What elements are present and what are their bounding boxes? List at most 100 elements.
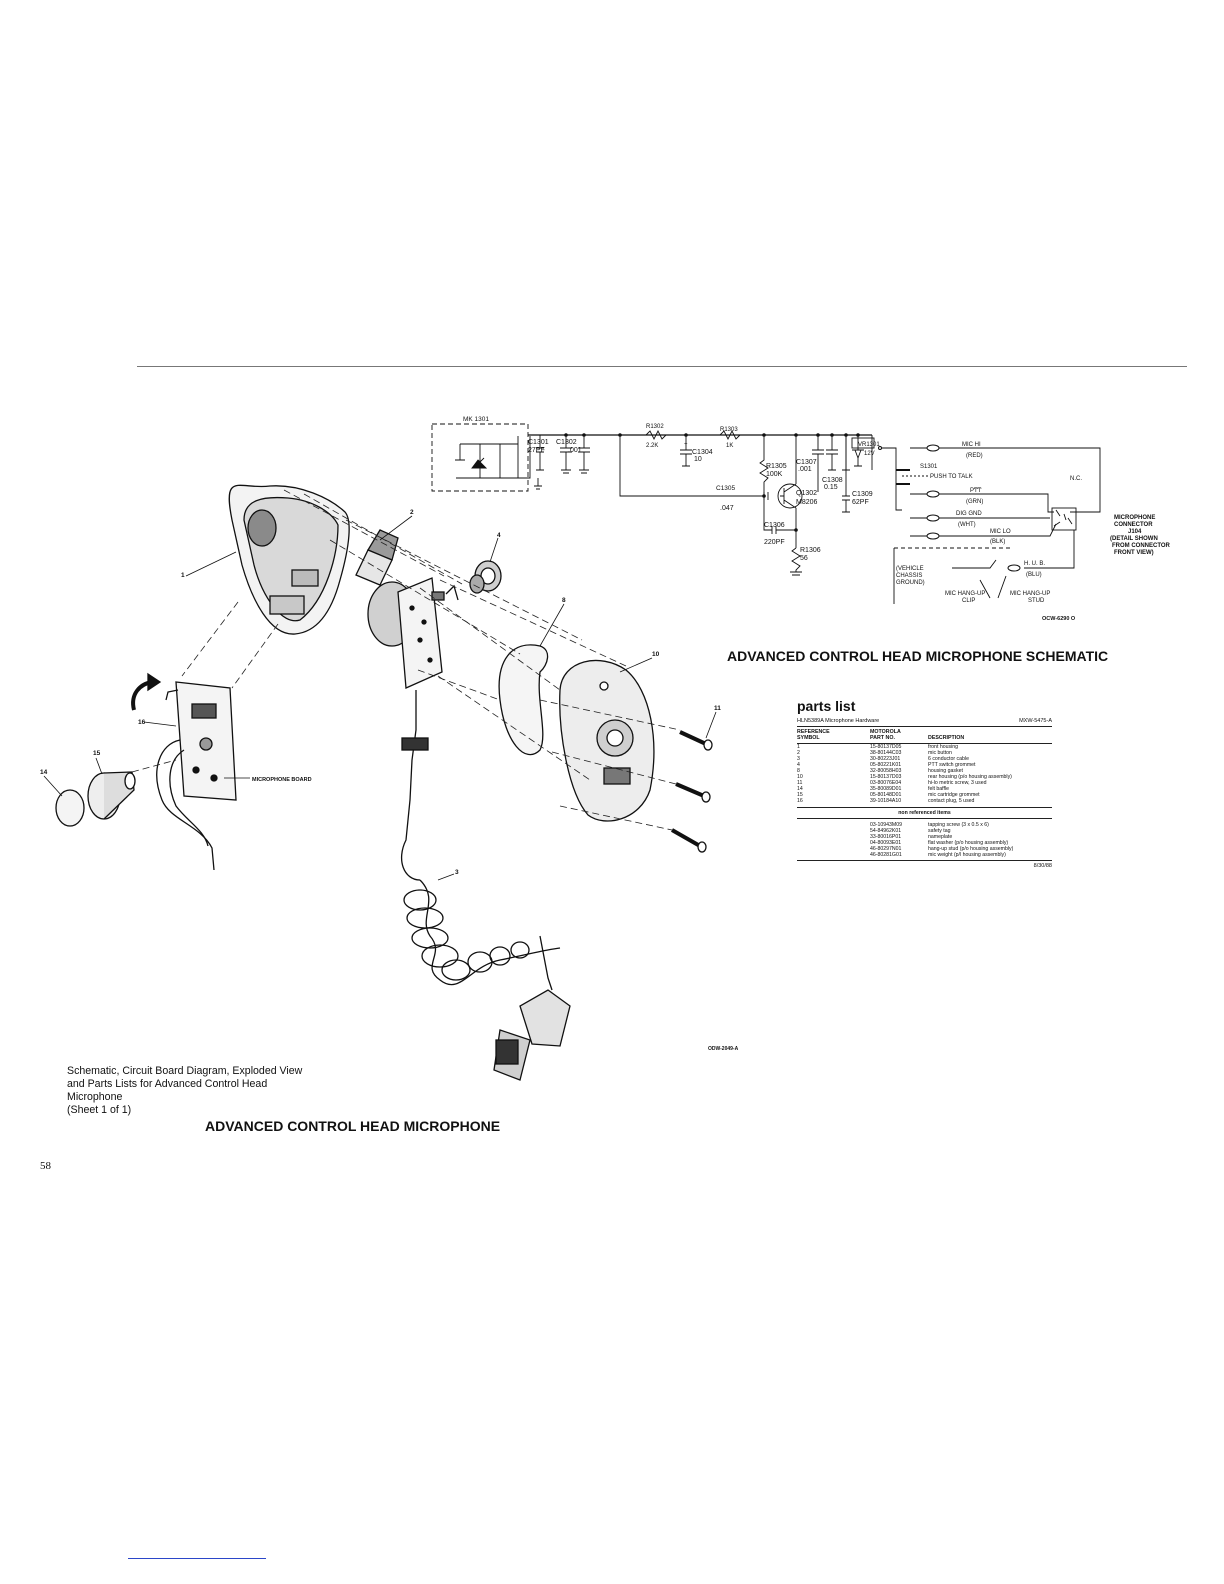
top-rule — [137, 366, 1187, 367]
r1306-label: R1306 — [800, 547, 821, 554]
mic-cartridge-grommet — [87, 771, 136, 820]
callout-3: 3 — [455, 869, 459, 876]
parts-list-date: 8/30/88 — [797, 860, 1052, 869]
c1308-label: C1308 — [822, 477, 843, 484]
part-description: contact plug, 5 used — [928, 798, 975, 804]
schematic-title: ADVANCED CONTROL HEAD MICROPHONE SCHEMAT… — [727, 648, 1109, 664]
r1303-label: R1303 — [720, 427, 738, 433]
r1302-label: R1302 — [646, 424, 664, 430]
schematic-diagram: MK 1301 C1301 27PF C1302 .001 R1302 2.2K… — [431, 416, 1171, 622]
part-ref: 8 — [797, 768, 800, 774]
hangup-clip-2: CLIP — [962, 598, 975, 604]
part-number: 35-80089D01 — [870, 786, 902, 792]
s1301-desc: PUSH TO TALK — [930, 474, 973, 480]
part-ref: 4 — [797, 762, 800, 768]
part-ref: 3 — [797, 756, 800, 762]
part-number: 30-80223J01 — [870, 756, 901, 762]
wire-grn: (GRN) — [966, 499, 983, 505]
j104-connector — [1051, 507, 1077, 531]
part-number: 03-80076E04 — [870, 780, 902, 786]
vehicle-ground-3: GROUND) — [896, 580, 925, 586]
part-ref: 14 — [797, 786, 803, 792]
parts-kit-name: HLN5389A Microphone Hardware — [797, 718, 880, 724]
wire-blu: (BLU) — [1026, 572, 1042, 578]
part-description: housing gasket — [928, 768, 963, 774]
housing-gasket — [498, 644, 549, 756]
exploded-view-diagram: 1 2 3 4 8 10 11 14 15 16 MICROPHONE BOAR… — [40, 484, 739, 1081]
vr1301-label: VR1301 — [858, 442, 880, 448]
c1309-label: C1309 — [852, 491, 873, 498]
rear-housing — [559, 659, 655, 822]
caption-line: Schematic, Circuit Board Diagram, Explod… — [67, 1065, 303, 1077]
footer-link-rule — [128, 1558, 266, 1559]
r1306-value: 56 — [800, 555, 808, 562]
c1306-value: 220PF — [764, 539, 785, 546]
part-ref: 10 — [797, 774, 803, 780]
front-housing — [228, 484, 350, 635]
mk1301-box — [431, 423, 529, 492]
connector-line-6: FRONT VIEW) — [1114, 550, 1154, 556]
part-description: mic weight (p/l housing assembly) — [928, 852, 1006, 858]
c1304-value: 10 — [694, 456, 702, 463]
felt-baffle — [55, 789, 85, 827]
c1307-label: C1307 — [796, 459, 817, 466]
callout-16: 16 — [138, 719, 146, 726]
c1305-value: .047 — [720, 505, 734, 512]
wire-ptt: PTT — [970, 488, 982, 494]
parts-list-subheader: HLN5389A Microphone Hardware MXW-5475-A — [797, 718, 1052, 727]
part-description: hi-lo metric screw, 3 used — [928, 780, 987, 786]
connector-line-4: (DETAIL SHOWN — [1110, 536, 1158, 542]
c1305-label: C1305 — [716, 485, 736, 492]
c1309-value: 62PF — [852, 499, 869, 506]
part-number: 46-80297N01 — [870, 846, 902, 852]
ptt-switch-grommet — [469, 560, 502, 594]
nc-label: N.C. — [1070, 476, 1082, 482]
q1302-label: Q1302 — [796, 490, 817, 497]
hangup-clip-1: MIC HANG-UP — [945, 591, 985, 597]
wire-mic-lo: MIC LO — [990, 529, 1011, 535]
callout-1: 1 — [181, 572, 185, 579]
schematic-drawing-code: OCW-6290 O — [1042, 616, 1076, 622]
c1302-label: C1302 — [556, 439, 577, 446]
part-ref-empty — [797, 852, 870, 858]
non-ref-heading: non referenced items — [797, 807, 1052, 819]
part-number: 33-80016P01 — [870, 834, 902, 840]
connector-line-5: FROM CONNECTOR — [1112, 543, 1171, 549]
page-title: ADVANCED CONTROL HEAD MICROPHONE — [205, 1118, 501, 1134]
part-number: 05-80148D01 — [870, 792, 902, 798]
mk1301-label: MK 1301 — [463, 416, 489, 423]
microphone-board-part — [156, 681, 237, 871]
c1301-label: C1301 — [528, 439, 549, 446]
hangup-stud-1: MIC HANG-UP — [1010, 591, 1050, 597]
figure-caption: Schematic, Circuit Board Diagram, Explod… — [67, 1065, 327, 1117]
parts-list: parts list HLN5389A Microphone Hardware … — [797, 698, 1052, 869]
vehicle-ground-1: (VEHICLE — [896, 566, 924, 572]
part-description: front housing — [928, 744, 958, 750]
c1304-polarity: + — [684, 442, 688, 448]
callout-10: 10 — [652, 651, 660, 658]
callout-14: 14 — [40, 769, 48, 776]
parts-row: 16 39-10184A10 contact plug, 5 used — [797, 798, 1052, 804]
circuit-board — [397, 577, 459, 689]
part-number: 39-10184A10 — [870, 798, 902, 804]
part-ref: 16 — [797, 798, 803, 804]
caption-line: Microphone — [67, 1091, 123, 1103]
c1304-label: C1304 — [692, 449, 713, 456]
part-description: rear housing (p/o housing assembly) — [928, 774, 1012, 780]
part-number: 05-80221K01 — [870, 762, 902, 768]
part-description: mic cartridge grommet — [928, 792, 980, 798]
